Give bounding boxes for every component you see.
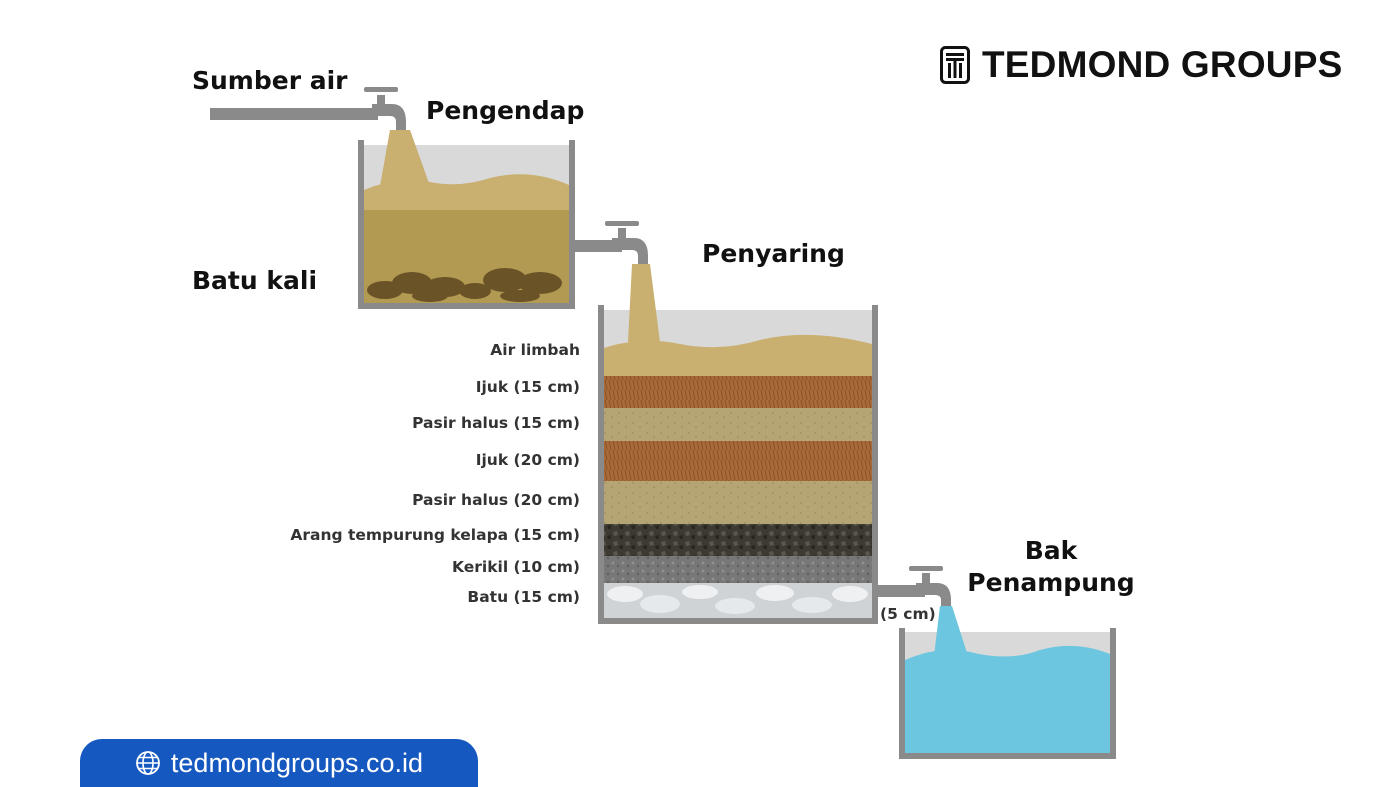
label-filter: Penyaring	[694, 237, 853, 270]
transfer-pipe-1	[572, 240, 622, 252]
tap-3-icon	[909, 566, 951, 606]
layer-fiber-20	[604, 441, 872, 481]
filter-tank	[598, 264, 878, 624]
layer-charcoal	[604, 524, 872, 556]
layer-sand-15	[604, 408, 872, 441]
layer-label: Ijuk (15 cm)	[475, 378, 580, 396]
layer-sand-20	[604, 481, 872, 524]
settling-tank	[358, 130, 575, 309]
layer-label: Pasir halus (20 cm)	[412, 491, 580, 509]
label-settling: Pengendap	[418, 94, 593, 127]
layer-label: Pasir halus (15 cm)	[412, 414, 580, 432]
globe-icon	[136, 751, 160, 775]
outlet-pipe	[875, 585, 925, 597]
river-stones	[367, 268, 562, 302]
layer-label: Arang tempurung kelapa (15 cm)	[290, 526, 580, 544]
layer-fiber-15	[604, 376, 872, 408]
label-reservoir-line1: Bak	[1024, 536, 1078, 565]
tap-2-icon	[605, 221, 648, 264]
layer-label: Air limbah	[490, 341, 580, 359]
layer-label: Ijuk (20 cm)	[475, 451, 580, 469]
label-reservoir-line2: Penampung	[967, 568, 1135, 597]
label-river-stone: Batu kali	[184, 264, 326, 297]
layer-label: Kerikil (10 cm)	[451, 558, 580, 576]
brand-header: TEDMOND GROUPS	[940, 44, 1342, 86]
brand-name: TEDMOND GROUPS	[982, 44, 1343, 85]
label-source: Sumber air	[184, 64, 356, 97]
tap-1-icon	[364, 87, 406, 130]
label-outlet-height: (5 cm)	[880, 605, 936, 623]
tedmond-logo-icon	[940, 46, 970, 84]
inlet-pipe	[210, 108, 378, 120]
layer-label: Batu (15 cm)	[467, 588, 580, 606]
layer-stone	[604, 583, 872, 619]
label-reservoir: Bak Penampung	[963, 535, 1139, 599]
reservoir-tank	[899, 606, 1116, 759]
layer-gravel	[604, 556, 872, 583]
website-badge[interactable]: tedmondgroups.co.id	[80, 739, 478, 787]
website-url[interactable]: tedmondgroups.co.id	[170, 747, 424, 778]
